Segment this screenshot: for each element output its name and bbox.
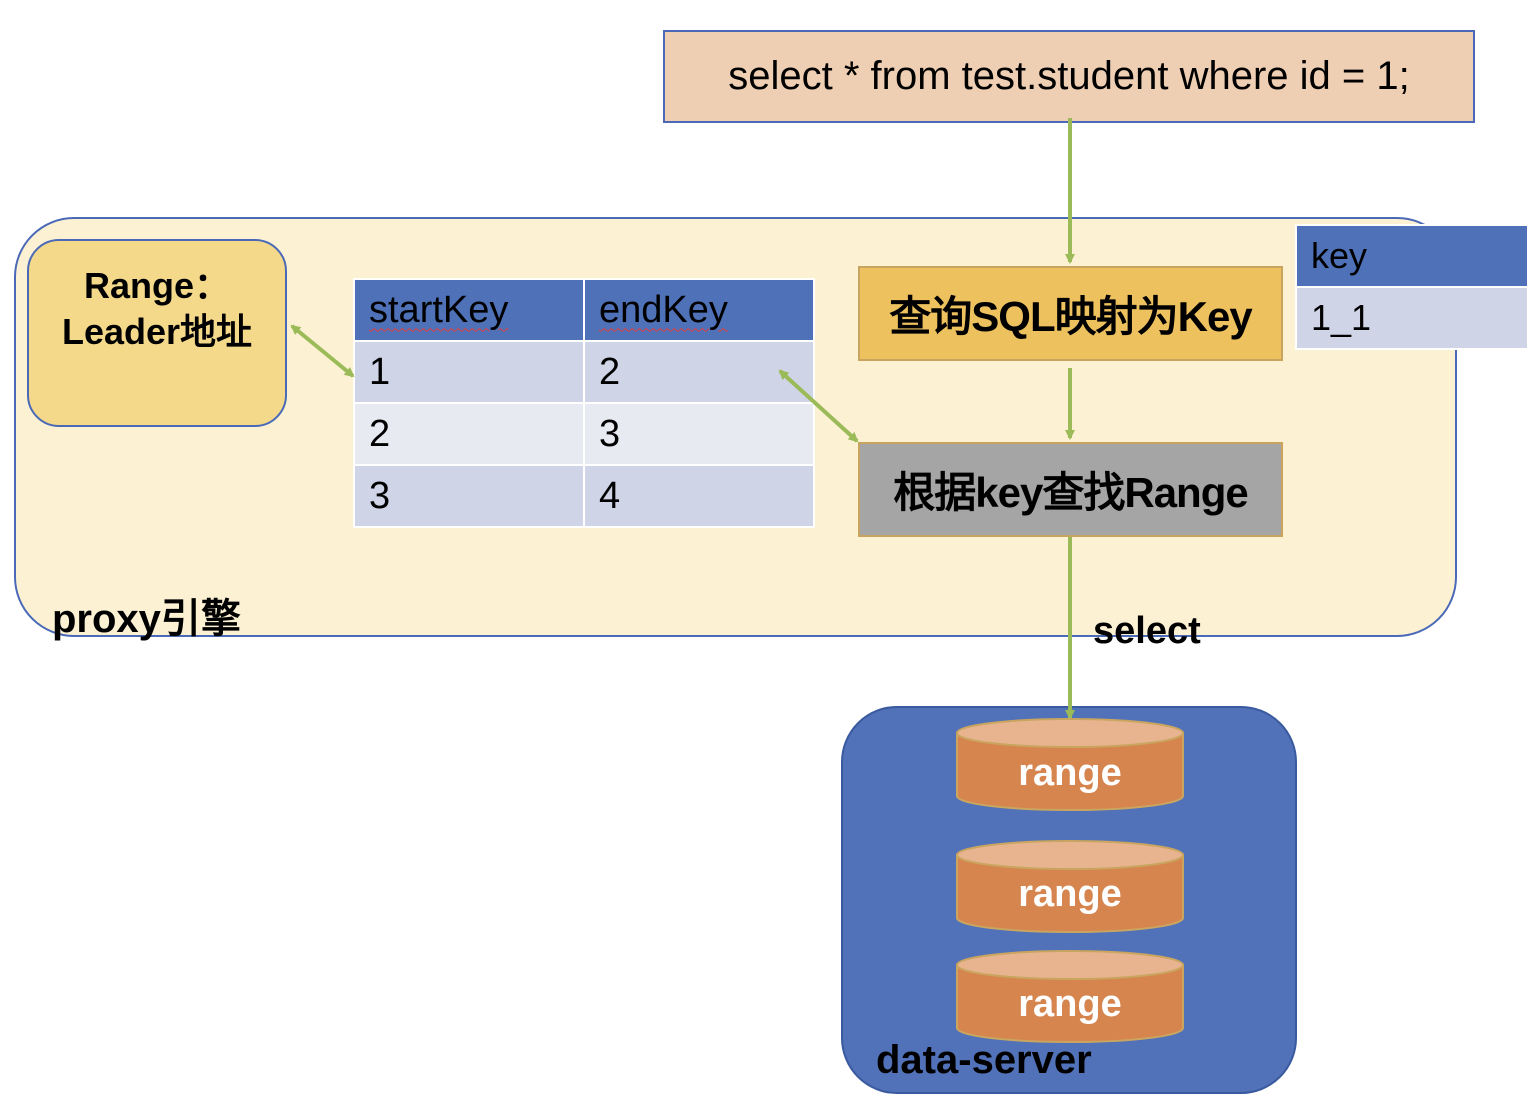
data-server-label: data-server (876, 1038, 1092, 1082)
table-cell: 2 (353, 402, 585, 466)
range-table-header-endkey: endKey (583, 278, 815, 342)
arrow-leader-to-table (290, 324, 355, 378)
table-cell: 1 (353, 340, 585, 404)
range-cylinder-label: range (1018, 873, 1122, 915)
find-range-by-key-box: 根据key查找Range (858, 442, 1283, 537)
range-leader-line2: Leader地址 (61, 311, 253, 352)
table-row: 2 3 (353, 402, 815, 466)
range-table: startKey endKey 1 2 2 3 3 4 (353, 278, 815, 528)
range-cylinder-label: range (1018, 983, 1122, 1025)
range-leader-line1: Range： (83, 265, 231, 306)
key-table: key 1_1 (1295, 224, 1529, 350)
map-sql-to-key-text: 查询SQL映射为Key (889, 293, 1252, 340)
table-cell: 3 (353, 464, 585, 528)
table-cell: 3 (583, 402, 815, 466)
range-cylinder-label: range (1018, 752, 1122, 794)
table-cell: 4 (583, 464, 815, 528)
sql-query-text: select * from test.student where id = 1; (728, 54, 1410, 98)
map-sql-to-key-box: 查询SQL映射为Key (858, 266, 1283, 361)
range-cylinder-2 (956, 840, 1184, 933)
range-cylinder-3 (956, 950, 1184, 1043)
range-table-header-startkey: startKey (353, 278, 585, 342)
find-range-by-key-text: 根据key查找Range (893, 469, 1248, 516)
arrow-table-to-find (778, 369, 859, 443)
proxy-engine-label: proxy引擎 (52, 597, 241, 641)
table-row: 1 2 (353, 340, 815, 404)
range-leader-box: Range： Leader地址 (27, 239, 287, 427)
select-label: select (1093, 610, 1201, 652)
range-cylinder-1 (956, 718, 1184, 811)
key-table-header: key (1295, 224, 1529, 288)
table-row: 3 4 (353, 464, 815, 528)
key-table-value: 1_1 (1295, 286, 1529, 350)
table-cell: 2 (583, 340, 815, 404)
